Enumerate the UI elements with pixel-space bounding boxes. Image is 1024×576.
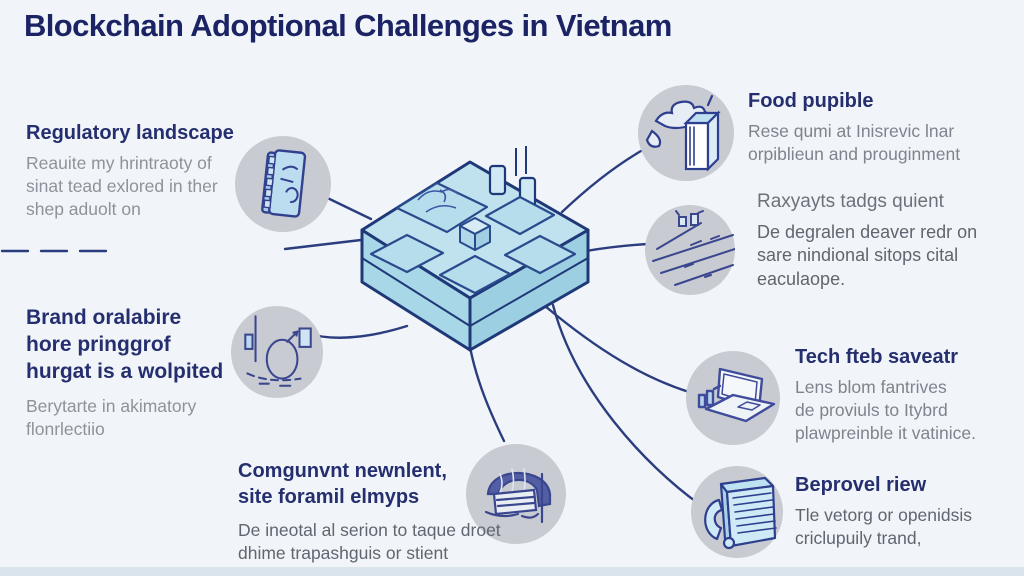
connector-community [468,345,506,443]
dashed-line-end [283,238,363,251]
regulatory-heading: Regulatory landscape [26,122,234,144]
approval-body: Tle vetorg or openidsis criclupuily tran… [795,505,973,549]
construction-sketch-icon [231,306,323,398]
brand-heading: Brand oralabire hore pringgrof hurgat is… [26,306,224,383]
tech-body: Lens blom fantrives de proviuls to Itybr… [795,377,976,444]
brand-body: Berytarte in akimatory flonrlectiio [26,395,197,439]
page-title: Blockchain Adoptional Challenges in Viet… [24,8,672,43]
payments-heading: Raxyayts tadgs quient [757,191,944,212]
food-body: Rese qumi at Inisrevic lnar orpiblieun a… [748,121,961,165]
section-approval: Beprovel riew Tle vetorg or openidsis cr… [795,472,1020,550]
book-icon [235,136,331,232]
connector-approval [551,303,701,506]
section-payments: Raxyayts tadgs quient De degralen deaver… [757,190,1017,292]
ledger-book-icon [691,466,783,558]
section-food: Food pupible Rese qumi at Inisrevic lnar… [748,88,1008,166]
blockchain-cube [360,146,590,352]
community-body: De ineotal al serion to taque droet dhim… [238,520,501,564]
connector-tech [543,304,691,394]
regulatory-body: Reauite my hrintraoty of sinat tead exlo… [26,153,218,220]
connector-food [560,145,650,214]
hand-cube-icon [638,85,734,181]
payments-body: De degralen deaver redr on sare nindiona… [757,221,978,290]
section-community: Comgunvnt newnlent, site foramil elmyps … [238,458,568,565]
laptop-icon [686,351,780,445]
connector-payments [584,242,651,253]
hard-hat-icon [466,444,566,544]
community-heading: Comgunvnt newnlent, site foramil elmyps [238,460,447,508]
section-brand: Brand oralabire hore pringgrof hurgat is… [26,305,256,441]
bottom-strip [0,567,1024,576]
tech-heading: Tech fteb saveatr [795,346,959,368]
section-tech: Tech fteb saveatr Lens blom fantrives de… [795,344,1020,445]
isometric-plane-icon [645,205,735,295]
food-heading: Food pupible [748,90,874,112]
approval-heading: Beprovel riew [795,474,927,496]
section-regulatory-landscape: Regulatory landscape Reauite my hrintrao… [26,120,266,221]
